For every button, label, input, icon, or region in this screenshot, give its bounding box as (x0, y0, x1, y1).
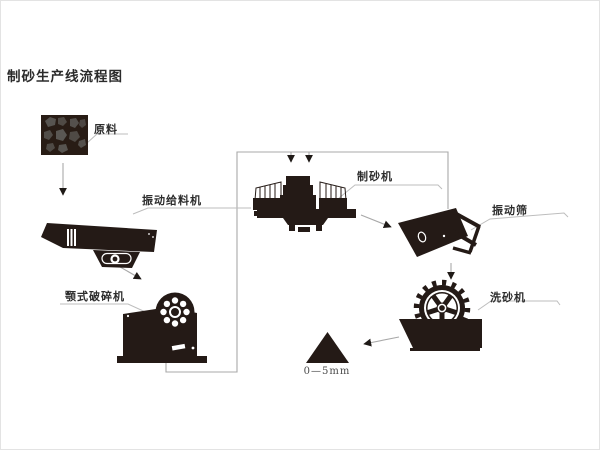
grizzly-bars (67, 229, 76, 246)
jaw-crusher-machine (117, 292, 207, 363)
sand-maker-machine (253, 176, 356, 232)
leader-line-sand-washer (477, 300, 561, 311)
leader-line-vibrating-screen (470, 212, 569, 231)
node-label-vibrating-feeder: 振动给料机 (142, 195, 202, 207)
sand-washer-machine (399, 279, 482, 351)
node-label-jaw-crusher: 颚式破碎机 (65, 291, 125, 303)
vibrating-feeder-machine (41, 223, 157, 268)
flow-line-recirculation (165, 151, 449, 373)
sand-pile (306, 332, 349, 363)
screen-discharge-frame (445, 209, 481, 255)
leader-line-raw-material (86, 133, 128, 144)
node-label-raw-material: 原料 (94, 124, 118, 136)
leader-line-vibrating-feeder (132, 207, 251, 215)
node-label-sand-washer: 洗砂机 (490, 292, 526, 304)
vibrating-screen-machine (398, 208, 481, 257)
leader-line-sand-maker (338, 184, 443, 199)
right-railing (319, 181, 347, 201)
raw-material-photo (41, 115, 88, 155)
washer-tank (399, 319, 482, 348)
flow-arrow-washer-to-product (363, 336, 400, 347)
flow-arrow-maker-to-screen (360, 214, 392, 229)
node-label-vibrating-screen: 振动筛 (492, 205, 528, 217)
page-title: 制砂生产线流程图 (7, 69, 123, 84)
node-label-final-product-size: 0—5mm (303, 366, 351, 377)
washer-wheel-teeth (413, 279, 471, 337)
node-label-sand-maker: 制砂机 (357, 171, 393, 183)
left-railing (254, 181, 282, 201)
rock-thumbnails (44, 117, 86, 153)
